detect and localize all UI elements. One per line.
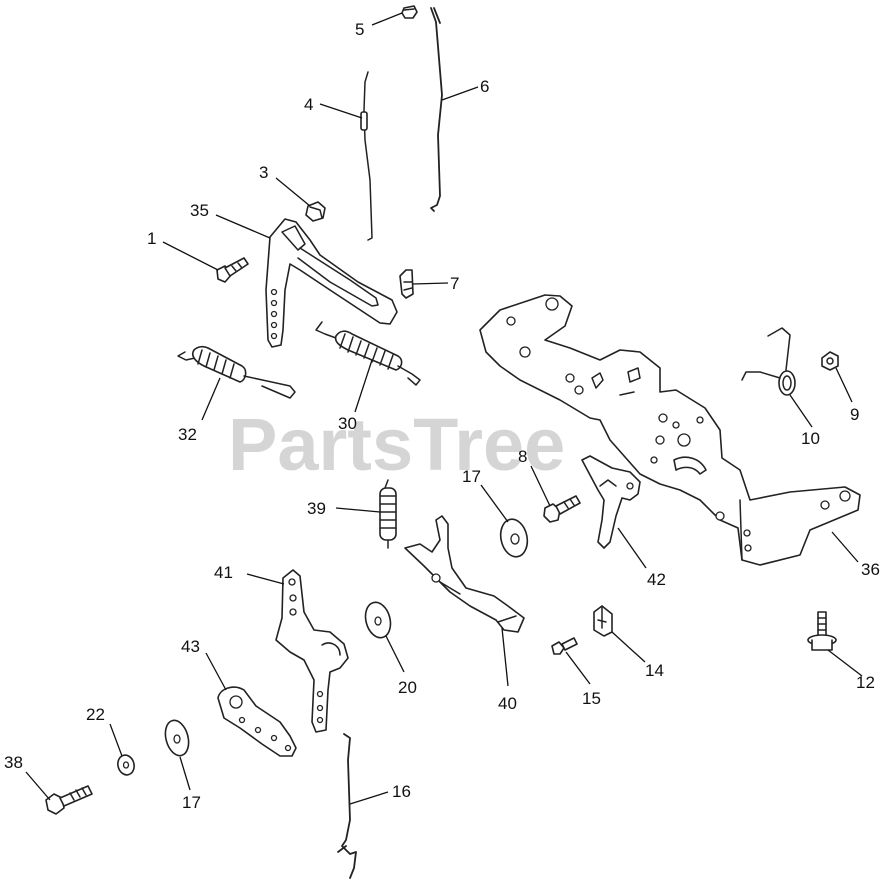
callout-15: 15 — [582, 689, 601, 708]
part-15-screw[interactable] — [551, 637, 578, 655]
part-17-washer-lower[interactable] — [162, 718, 193, 758]
callout-38: 38 — [4, 753, 23, 772]
callout-40: 40 — [498, 694, 517, 713]
callout-7: 7 — [450, 274, 459, 293]
part-43-plate[interactable] — [217, 686, 297, 757]
callout-30: 30 — [338, 414, 357, 433]
callout-22: 22 — [86, 705, 105, 724]
callout-16: 16 — [392, 782, 411, 801]
part-42-arm[interactable] — [581, 455, 641, 549]
watermark: PartsTree ™ — [228, 403, 651, 486]
callout-17-lower: 17 — [182, 793, 201, 812]
part-5-cap[interactable] — [401, 5, 418, 19]
callout-42: 42 — [647, 570, 666, 589]
callout-35: 35 — [190, 201, 209, 220]
part-22-washer[interactable] — [116, 753, 137, 776]
callout-43: 43 — [181, 637, 200, 656]
part-17-washer-upper[interactable] — [497, 517, 530, 560]
part-14-clip[interactable] — [593, 605, 613, 637]
callout-3: 3 — [259, 163, 268, 182]
part-32-spring[interactable] — [177, 345, 296, 399]
callout-12: 12 — [856, 673, 875, 692]
part-20-washer[interactable] — [362, 600, 394, 641]
leader-lines — [25, 12, 863, 805]
callout-8: 8 — [518, 447, 527, 466]
part-36-plate[interactable] — [479, 294, 861, 566]
part-3-nut[interactable] — [305, 201, 326, 222]
part-30-spring[interactable] — [315, 321, 421, 386]
callout-5: 5 — [355, 20, 364, 39]
callout-10: 10 — [801, 429, 820, 448]
callout-1: 1 — [147, 229, 156, 248]
callout-4: 4 — [304, 95, 313, 114]
watermark-text: PartsTree — [228, 403, 565, 486]
part-16-rod[interactable] — [337, 733, 357, 879]
callout-9: 9 — [850, 405, 859, 424]
callout-14: 14 — [645, 661, 664, 680]
part-6-rod[interactable] — [430, 7, 443, 212]
part-7-clip[interactable] — [399, 269, 414, 299]
callout-39: 39 — [307, 499, 326, 518]
callout-6: 6 — [480, 77, 489, 96]
part-10-spring[interactable] — [741, 327, 796, 396]
part-39-spring[interactable] — [379, 479, 397, 549]
callout-32: 32 — [178, 425, 197, 444]
part-8-bolt[interactable] — [543, 495, 581, 523]
part-41-bracket[interactable] — [275, 569, 349, 733]
callout-41: 41 — [214, 563, 233, 582]
part-40-lever[interactable] — [404, 515, 525, 633]
part-9-nut[interactable] — [821, 351, 839, 371]
part-35-lever[interactable] — [265, 218, 398, 348]
callout-20: 20 — [398, 678, 417, 697]
part-4-rod[interactable] — [360, 71, 373, 241]
part-12-bolt[interactable] — [807, 611, 837, 651]
part-1-screw[interactable] — [216, 257, 249, 283]
callout-36: 36 — [861, 560, 880, 579]
callout-17-upper: 17 — [462, 467, 481, 486]
part-38-bolt[interactable] — [45, 785, 93, 815]
callout-labels: 5 6 4 3 35 1 7 32 30 10 9 8 17 39 42 36 … — [4, 20, 880, 812]
